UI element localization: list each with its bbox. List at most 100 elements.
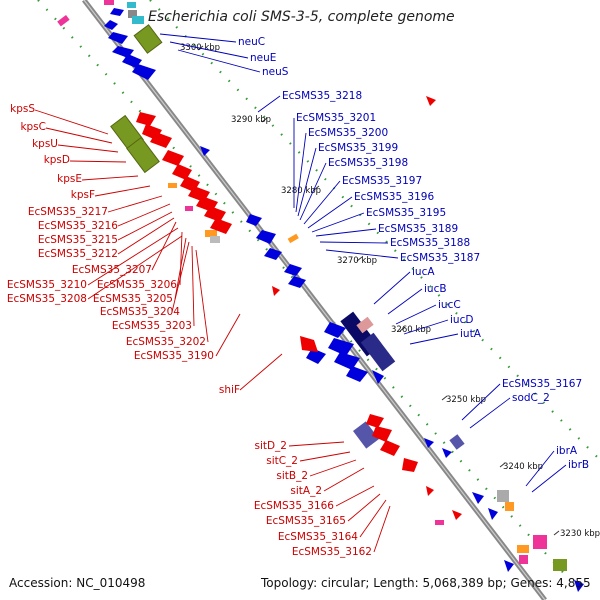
reverse-cds-track [136,96,462,520]
cds-arrow [246,214,262,226]
cds-arrow [172,164,192,180]
cds-arrow [504,560,514,572]
gene-label: EcSMS35_3201 [296,112,376,124]
block-navy [352,421,380,449]
cds-arrow [272,286,280,296]
gene-label: EcSMS35_3210 [7,279,87,291]
gene-label: iucD [450,314,473,326]
cds-arrow [452,510,462,520]
cds-arrow [346,366,368,382]
gene-label: shiF [219,384,240,396]
scale-label: 3240 kbp [503,462,543,472]
gene-label: EcSMS35_3165 [266,515,346,527]
scale-label: 3280 kbp [281,186,321,196]
cds-arrow [380,440,400,456]
rna-marker [435,520,444,525]
cds-arrow [284,264,302,276]
cds-arrow [110,8,124,16]
topology-text: Topology: circular; Length: 5,068,389 bp… [261,576,591,590]
gene-label: EcSMS35_3162 [292,546,372,558]
gene-label: EcSMS35_3197 [342,175,422,187]
rna-marker [104,0,114,5]
cds-arrow [426,96,436,106]
block-gray [128,10,137,18]
cds-arrow [402,458,418,472]
cds-arrow [300,336,318,352]
cds-arrow [324,322,346,338]
rrna-marker [205,230,217,237]
cds-arrow [264,248,282,260]
rrna-marker [210,236,220,243]
gene-label: EcSMS35_3200 [308,127,388,139]
block-cyan [127,2,136,8]
cds-arrow [372,426,392,442]
gene-label: EcSMS35_3215 [38,234,118,246]
cds-arrow [122,54,142,68]
gene-label: EcSMS35_3195 [366,207,446,219]
forward-cds-track [104,8,584,592]
gene-label: EcSMS35_3203 [112,320,192,332]
cds-arrow [150,132,172,148]
cds-arrow [108,32,128,44]
gene-label: neuC [238,36,265,48]
gene-label: neuE [250,52,276,64]
gene-label: EcSMS35_3205 [93,293,173,305]
forward-gene-labels: neuC neuE neuS EcSMS35_3218 EcSMS35_3201… [238,36,589,471]
gene-label: EcSMS35_3218 [282,90,362,102]
rna-marker [519,555,528,564]
gene-label: iutA [460,328,482,340]
gene-label: EcSMS35_3189 [378,223,458,235]
gene-label: sitB_2 [276,470,308,482]
gene-label: kpsF [71,189,95,201]
gene-label: kpsU [32,138,58,150]
gene-label: sodC_2 [512,392,550,404]
gene-label: kpsC [20,121,46,133]
cds-arrow [334,352,360,370]
scale-label: 3290 kbp [231,115,271,125]
block-gray [497,490,509,502]
feature-blocks [110,2,567,571]
gene-label: EcSMS35_3187 [400,252,480,264]
block-green [553,559,567,571]
block-navy [360,332,396,372]
gene-label: EcSMS35_3190 [134,350,214,362]
cds-arrow [472,492,484,504]
gene-label: sitD_2 [254,440,287,452]
cds-arrow [328,338,354,356]
cds-arrow [256,230,276,244]
cds-arrow [132,64,156,80]
rrna-marker [505,502,514,511]
scale-labels: 3300 kbp 3290 kbp 3280 kbp 3270 kbp 3260… [180,43,600,539]
block-green [133,24,163,54]
gene-label: EcSMS35_3188 [390,237,470,249]
gene-label: neuS [262,66,289,78]
gene-label: EcSMS35_3204 [100,306,180,318]
block-green [126,136,160,174]
gene-label: EcSMS35_3208 [7,293,87,305]
scale-label: 3260 kbp [391,325,431,335]
scale-label: 3270 kbp [337,256,377,266]
gene-label: kpsD [44,154,70,166]
cds-arrow [210,218,232,234]
rna-marker [57,14,70,27]
scale-ticks [197,45,560,536]
gene-label: EcSMS35_3216 [38,220,118,232]
scale-label: 3230 kbp [560,529,600,539]
gene-label: sitA_2 [290,485,322,497]
block-pink [356,316,374,334]
cds-arrow [442,448,452,458]
gene-label: iucC [438,299,461,311]
rrna-marker [517,545,529,553]
gene-label: EcSMS35_3202 [126,336,206,348]
scale-label: 3250 kbp [446,395,486,405]
block-magenta [533,535,547,549]
cds-arrow [372,370,384,384]
gene-label: EcSMS35_3217 [28,206,108,218]
gene-label: kpsE [57,173,82,185]
cds-arrow [200,146,210,156]
gene-label: EcSMS35_3166 [254,500,334,512]
cds-arrow [574,580,584,592]
rrna-marker [168,183,177,188]
